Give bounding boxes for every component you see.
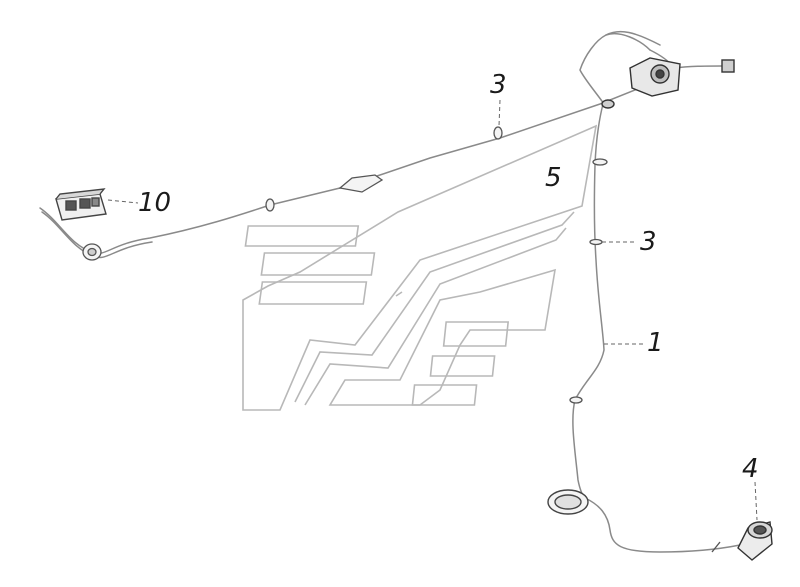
- wiring-harness: [39, 30, 741, 553]
- clip-pillar-lower: [589, 238, 603, 246]
- leader-10: [107, 199, 139, 204]
- callout-part-1-harness: 1: [647, 328, 664, 358]
- switch-block: [55, 188, 107, 221]
- callout-part-10-switch-block: 10: [138, 188, 172, 218]
- leader-3a: [498, 99, 501, 127]
- callout-part-5-panel: 5: [545, 163, 562, 193]
- clip-roof: [493, 126, 503, 140]
- plug-socket: [711, 521, 773, 561]
- clip-pillar-bottom: [569, 396, 583, 404]
- leader-4: [754, 481, 758, 521]
- cab-side-panel: [242, 124, 598, 411]
- callout-part-3-roof: 3: [490, 70, 507, 100]
- roof-connector: [601, 57, 735, 109]
- clip-left: [265, 198, 275, 212]
- clip-pillar-upper: [592, 158, 608, 166]
- leader-lines: [107, 99, 758, 521]
- clip-bracket: [338, 174, 384, 193]
- callout-part-3-pillar: 3: [640, 227, 657, 257]
- floor-grommet: [547, 489, 589, 515]
- grommet-left: [82, 243, 102, 261]
- callout-part-4-socket: 4: [742, 454, 759, 484]
